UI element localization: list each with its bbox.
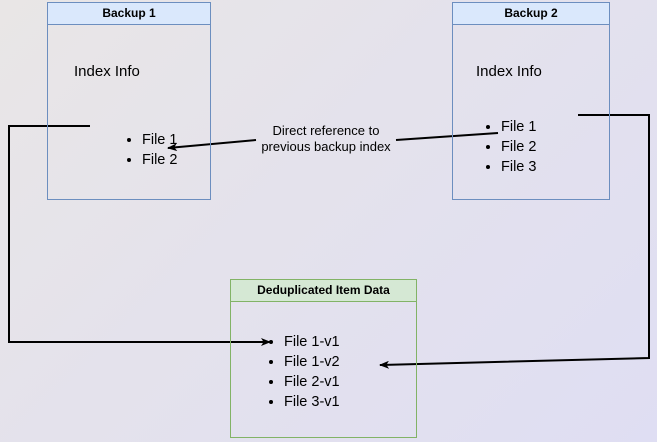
node-backup-1-body: Index Info File 1 File 2	[48, 25, 210, 199]
dedup-file-list: File 1-v1 File 1-v2 File 2-v1 File 3-v1	[268, 332, 340, 412]
node-backup-1[interactable]: Backup 1 Index Info File 1 File 2	[47, 2, 211, 200]
node-backup-1-header: Backup 1	[48, 3, 210, 25]
node-backup-2-body: Index Info File 1 File 2 File 3	[453, 25, 609, 199]
node-dedup-body: File 1-v1 File 1-v2 File 2-v1 File 3-v1	[231, 302, 416, 437]
list-item: File 2	[142, 150, 177, 170]
node-backup-2[interactable]: Backup 2 Index Info File 1 File 2 File 3	[452, 2, 610, 200]
node-dedup-header: Deduplicated Item Data	[231, 280, 416, 302]
list-item: File 3-v1	[284, 392, 340, 412]
list-item: File 1	[501, 117, 536, 137]
node-deduplicated-item-data[interactable]: Deduplicated Item Data File 1-v1 File 1-…	[230, 279, 417, 438]
annotation-line-2: previous backup index	[261, 139, 391, 154]
backup-2-file-list: File 1 File 2 File 3	[485, 117, 536, 177]
backup-2-index-info-label: Index Info	[476, 63, 542, 80]
list-item: File 1	[142, 130, 177, 150]
list-item: File 2-v1	[284, 372, 340, 392]
annotation-direct-reference: Direct reference to previous backup inde…	[246, 123, 406, 155]
backup-1-index-info-label: Index Info	[74, 63, 140, 80]
list-item: File 3	[501, 157, 536, 177]
node-backup-2-header: Backup 2	[453, 3, 609, 25]
backup-1-file-list: File 1 File 2	[126, 130, 177, 170]
list-item: File 2	[501, 137, 536, 157]
annotation-line-1: Direct reference to	[272, 123, 380, 138]
list-item: File 1-v2	[284, 352, 340, 372]
list-item: File 1-v1	[284, 332, 340, 352]
